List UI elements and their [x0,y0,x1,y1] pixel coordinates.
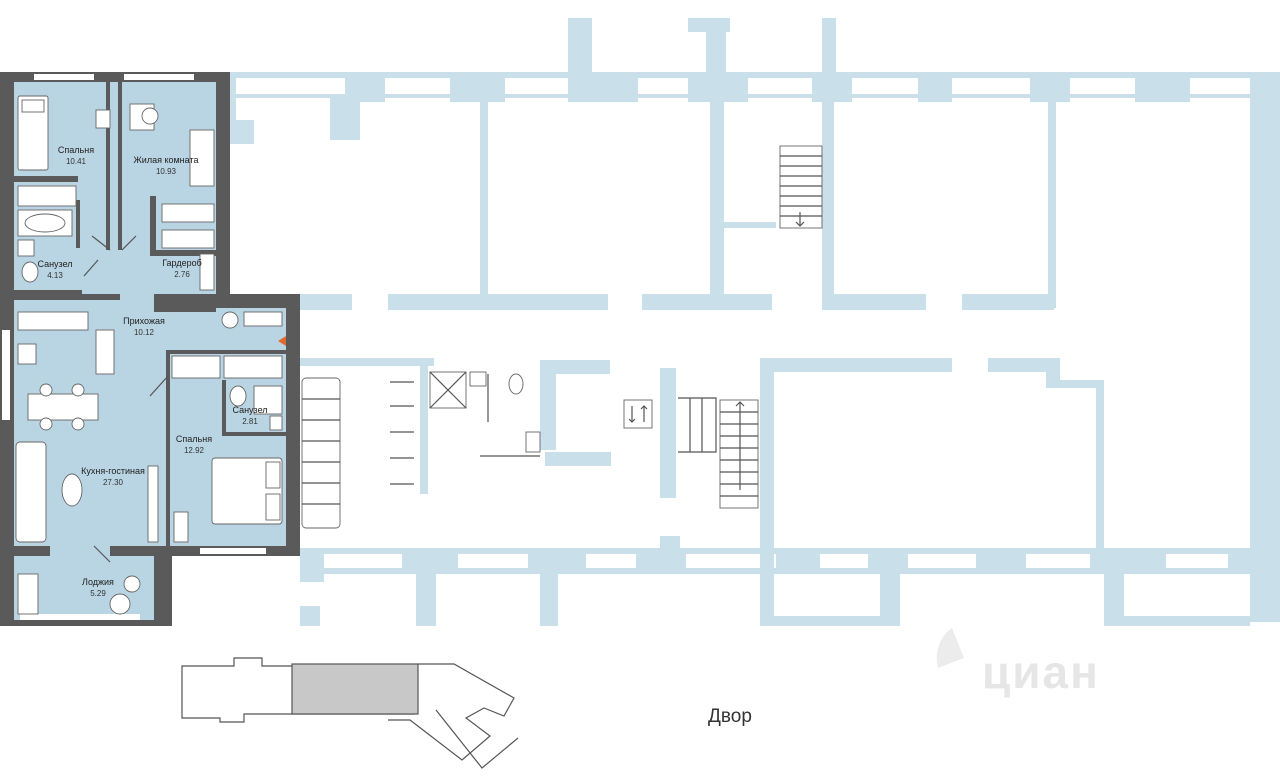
elevator-icon [623,399,653,429]
room-name-kitchen: Кухня-гостиная [81,466,145,476]
room-area-bath1: 4.13 [47,271,63,280]
room-area-bedroom1: 10.41 [66,157,87,166]
floor-plan-context [228,18,1280,626]
shared-wc-area [429,371,541,457]
building-keyplan-icon [181,657,519,769]
room-area-loggia: 5.29 [90,589,106,598]
room-name-loggia: Лоджия [82,577,114,587]
watermark-text: циан [982,646,1100,698]
room-area-kitchen: 27.30 [103,478,124,487]
room-name-bedroom1: Спальня [58,145,94,155]
room-name-bath2: Санузел [232,405,267,415]
room-area-living: 10.93 [156,167,177,176]
cian-logo-icon: циан [936,628,1100,698]
room-name-bedroom2: Спальня [176,434,212,444]
room-area-hall: 10.12 [134,328,155,337]
room-name-hall: Прихожая [123,316,165,326]
room-area-bedroom2: 12.92 [184,446,205,455]
chairs-row [301,377,414,529]
room-labels: Спальня 10.41 Жилая комната 10.93 Санузе… [37,145,267,598]
apartment-plan [0,72,300,626]
room-name-wardrobe: Гардероб [162,258,202,268]
yard-label: Двор [708,706,752,727]
room-name-living: Жилая комната [133,155,198,165]
room-area-bath2: 2.81 [242,417,258,426]
room-area-wardrobe: 2.76 [174,270,190,279]
room-name-bath1: Санузел [37,259,72,269]
stairs-icon [678,145,823,509]
entrance-arrow-icon [278,336,286,346]
